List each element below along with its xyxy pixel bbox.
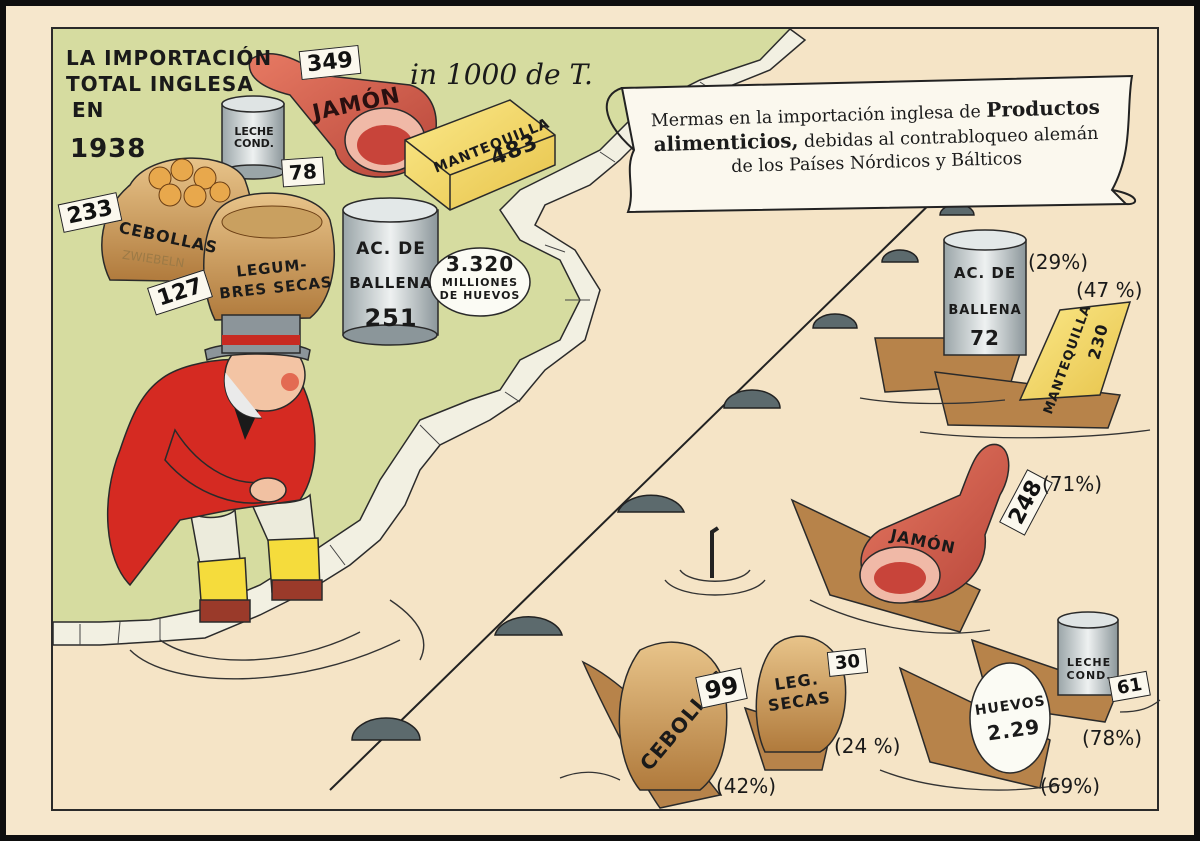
whale-1938-label: AC. DE BALLENA xyxy=(345,232,437,300)
milk-1938-label: LECHE COND. xyxy=(226,126,282,150)
whale-loss-label: AC. DE BALLENA xyxy=(944,254,1026,330)
whale-loss-line2: BALLENA xyxy=(948,303,1022,318)
periscope xyxy=(710,526,720,578)
whale-loss-line1: AC. DE xyxy=(953,264,1017,282)
title-line-2: TOTAL INGLESA xyxy=(66,72,254,96)
milk-1938-value: 78 xyxy=(281,156,325,188)
legume-sack-1938 xyxy=(203,192,335,321)
egg-loss-pct: (69%) xyxy=(1040,774,1101,798)
onion-loss-pct: (42%) xyxy=(716,774,777,798)
egg-1938 xyxy=(429,247,531,317)
title-year: 1938 xyxy=(70,134,147,164)
egg-1938-line2: DE HUEVOS xyxy=(439,289,521,302)
john-bull-figure xyxy=(106,314,323,623)
banner-line2-bold: alimenticios, xyxy=(653,128,799,157)
milk-loss-line1: LECHE xyxy=(1066,656,1112,669)
milk-can-loss xyxy=(1057,611,1119,696)
butter-1938 xyxy=(404,99,556,211)
whale-loss-value: 72 xyxy=(970,326,1000,350)
egg-1938-label: 3.320 MILLIONES DE HUEVOS xyxy=(432,252,528,302)
ham-loss-pct: (71%) xyxy=(1042,472,1103,496)
cliff-hatching xyxy=(79,81,713,645)
title-line-3: EN xyxy=(72,98,105,122)
whale-1938-line2: BALLENA xyxy=(349,274,433,292)
banner-line1-bold: Productos xyxy=(986,94,1101,122)
whale-oil-can-1938 xyxy=(342,197,439,346)
milk-1938-line2: COND. xyxy=(234,137,274,150)
whale-1938-value: 251 xyxy=(364,304,418,332)
egg-1938-line1: MILLIONES xyxy=(441,276,519,289)
title-line-1: LA IMPORTACIÓN xyxy=(66,46,273,70)
egg-1938-value: 3.320 xyxy=(445,252,515,276)
milk-can-1938 xyxy=(221,95,285,180)
cliff-edge xyxy=(52,28,807,646)
ham-loss xyxy=(859,443,1010,604)
milk-1938-line1: LECHE xyxy=(234,125,274,138)
water-ripples xyxy=(129,569,766,680)
egg-loss xyxy=(969,662,1051,774)
mine-line xyxy=(329,149,986,791)
milk-loss-label: LECHE COND. xyxy=(1060,656,1118,682)
milk-loss-pct: (78%) xyxy=(1082,726,1143,750)
milk-loss-line2: COND. xyxy=(1066,669,1112,682)
legume-loss-pct: (24 %) xyxy=(834,734,901,758)
legume-sack-loss xyxy=(755,635,847,753)
banner-text: Mermas en la importación inglesa de Prod… xyxy=(645,94,1107,182)
boat-wakes xyxy=(559,397,1161,791)
mines xyxy=(351,203,975,741)
butter-loss xyxy=(1018,301,1132,401)
butter-loss-pct: (47 %) xyxy=(1076,278,1143,302)
whale-oil-can-loss xyxy=(943,229,1027,356)
unit-label: in 1000 de T. xyxy=(410,58,593,91)
whale-1938-line1: AC. DE xyxy=(356,239,426,259)
whale-loss-pct: (29%) xyxy=(1028,250,1089,274)
legume-loss-value: 30 xyxy=(826,648,869,677)
